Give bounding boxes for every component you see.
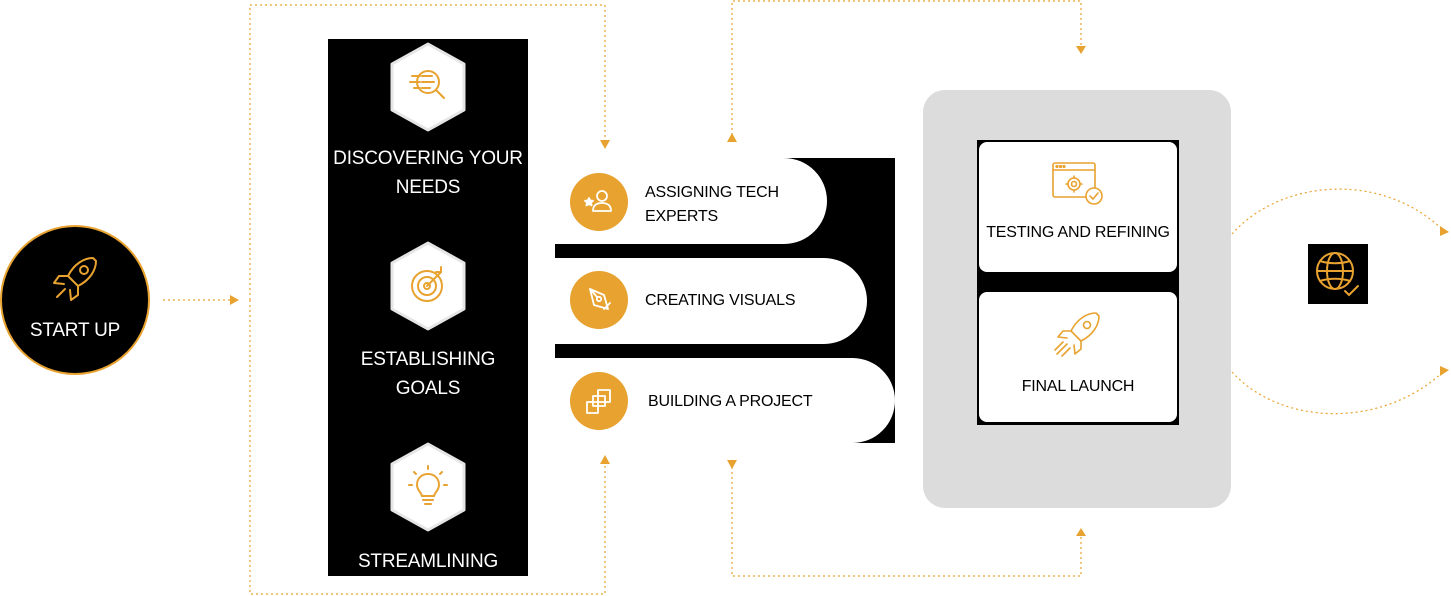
browser-gear-check-icon (1052, 162, 1103, 205)
start-node (0, 225, 150, 375)
step-label-streamlining: STREAMLINING (357, 551, 499, 572)
step-circle-building (570, 372, 628, 430)
pen-nib-icon (589, 288, 611, 310)
arrow-bottom-left (600, 455, 610, 464)
step-label-discovering: DISCOVERING YOUR NEEDS (333, 148, 523, 198)
arrow-curve-bottom (1440, 366, 1449, 376)
rocket-icon (53, 257, 97, 301)
step-label-launch: FINAL LAUNCH (1021, 378, 1135, 395)
arrow-bottom-mid (727, 460, 737, 469)
step-label-creating: CREATING VISUALS (645, 292, 796, 309)
step-label-testing: TESTING AND REFINING (986, 224, 1170, 241)
arrow-start (230, 295, 239, 305)
globe-check-icon (1316, 252, 1359, 297)
step-circle-creating (570, 271, 628, 329)
blocks-icon (586, 389, 611, 414)
step-label-building: BUILDING A PROJECT (648, 393, 813, 410)
arrow-curve-top (1440, 226, 1449, 236)
arrow-bottom-right (1076, 528, 1086, 536)
search-list-icon (409, 70, 445, 99)
lightbulb-icon (408, 465, 448, 505)
launch-rocket-icon (1054, 312, 1100, 357)
step-label-establishing: ESTABLISHING GOALS (360, 349, 496, 399)
arrow-top-mid (727, 133, 737, 142)
step-circle-assigning (570, 173, 628, 231)
expert-user-icon (584, 190, 612, 212)
step-label-assigning: ASSIGNING TECH EXPERTS (645, 184, 779, 225)
start-label: START UP (29, 320, 121, 341)
step-card-launch (979, 292, 1177, 422)
arrow-top-left (600, 140, 610, 149)
target-icon (411, 266, 443, 302)
arrow-top-right (1076, 46, 1086, 54)
step-hex-streamlining (390, 442, 466, 532)
